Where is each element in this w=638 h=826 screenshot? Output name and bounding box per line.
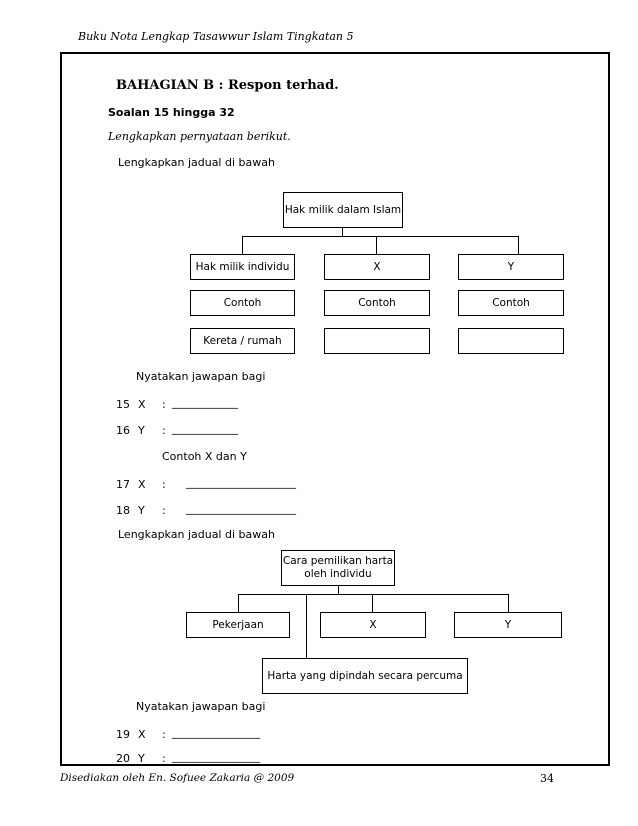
q15-answer-blank[interactable]: ____________ bbox=[172, 396, 238, 409]
q18-label: Y bbox=[138, 504, 145, 517]
q16-number: 16 bbox=[116, 424, 130, 437]
chart2-connector bbox=[338, 586, 339, 594]
question-range: Soalan 15 hingga 32 bbox=[108, 106, 235, 119]
q17-answer-blank[interactable]: ____________________ bbox=[186, 476, 296, 489]
section-title: BAHAGIAN B : Respon terhad. bbox=[116, 78, 339, 93]
q17-label: X bbox=[138, 478, 146, 491]
q18-number: 18 bbox=[116, 504, 130, 517]
chart1-prompt: Lengkapkan jadual di bawah bbox=[118, 156, 275, 169]
q15-label: X bbox=[138, 398, 146, 411]
chart1-contoh-3: Contoh bbox=[458, 290, 564, 316]
chart1-connector bbox=[342, 228, 343, 236]
page-number: 34 bbox=[540, 772, 554, 785]
chart1-example-value: Kereta / rumah bbox=[190, 328, 295, 354]
chart1-connector bbox=[376, 236, 377, 254]
chart2-root: Cara pemilikan harta oleh individu bbox=[281, 550, 395, 586]
chart1-connector bbox=[242, 236, 243, 254]
chart2-connector bbox=[238, 594, 508, 595]
page-frame bbox=[60, 52, 610, 766]
q16-label: Y bbox=[138, 424, 145, 437]
q17-colon: : bbox=[162, 478, 166, 491]
chart1-connector bbox=[242, 236, 518, 237]
q20-colon: : bbox=[162, 752, 166, 765]
chart2-connector bbox=[508, 594, 509, 612]
chart1-answer-box-x[interactable] bbox=[324, 328, 430, 354]
q19-colon: : bbox=[162, 728, 166, 741]
chart2-prompt: Lengkapkan jadual di bawah bbox=[118, 528, 275, 541]
q20-label: Y bbox=[138, 752, 145, 765]
q19-number: 19 bbox=[116, 728, 130, 741]
chart2-connector bbox=[306, 594, 307, 658]
chart1-branch-individu: Hak milik individu bbox=[190, 254, 295, 280]
q16-colon: : bbox=[162, 424, 166, 437]
chart1-contoh-2: Contoh bbox=[324, 290, 430, 316]
chart2-branch-x: X bbox=[320, 612, 426, 638]
q20-number: 20 bbox=[116, 752, 130, 765]
contoh-xy-label: Contoh X dan Y bbox=[162, 450, 247, 463]
chart1-branch-x: X bbox=[324, 254, 430, 280]
chart1-branch-y: Y bbox=[458, 254, 564, 280]
instruction: Lengkapkan pernyataan berikut. bbox=[108, 130, 291, 143]
q15-colon: : bbox=[162, 398, 166, 411]
page-footer: Disediakan oleh En. Sofuee Zakaria @ 200… bbox=[60, 772, 295, 784]
chart2-branch-y: Y bbox=[454, 612, 562, 638]
chart2-connector bbox=[372, 594, 373, 612]
q16-answer-blank[interactable]: ____________ bbox=[172, 422, 238, 435]
answer-intro: Nyatakan jawapan bagi bbox=[136, 370, 266, 383]
chart1-answer-box-y[interactable] bbox=[458, 328, 564, 354]
q18-answer-blank[interactable]: ____________________ bbox=[186, 502, 296, 515]
q20-answer-blank[interactable]: ________________ bbox=[172, 750, 260, 763]
q19-answer-blank[interactable]: ________________ bbox=[172, 726, 260, 739]
chart2-connector bbox=[238, 594, 239, 612]
chart1-connector bbox=[518, 236, 519, 254]
q15-number: 15 bbox=[116, 398, 130, 411]
answer-intro-2: Nyatakan jawapan bagi bbox=[136, 700, 266, 713]
q17-number: 17 bbox=[116, 478, 130, 491]
q18-colon: : bbox=[162, 504, 166, 517]
chart1-root: Hak milik dalam Islam bbox=[283, 192, 403, 228]
page-header: Buku Nota Lengkap Tasawwur Islam Tingkat… bbox=[78, 30, 354, 43]
q19-label: X bbox=[138, 728, 146, 741]
chart2-bottom: Harta yang dipindah secara percuma bbox=[262, 658, 468, 694]
chart2-branch-pekerjaan: Pekerjaan bbox=[186, 612, 290, 638]
chart1-contoh-1: Contoh bbox=[190, 290, 295, 316]
